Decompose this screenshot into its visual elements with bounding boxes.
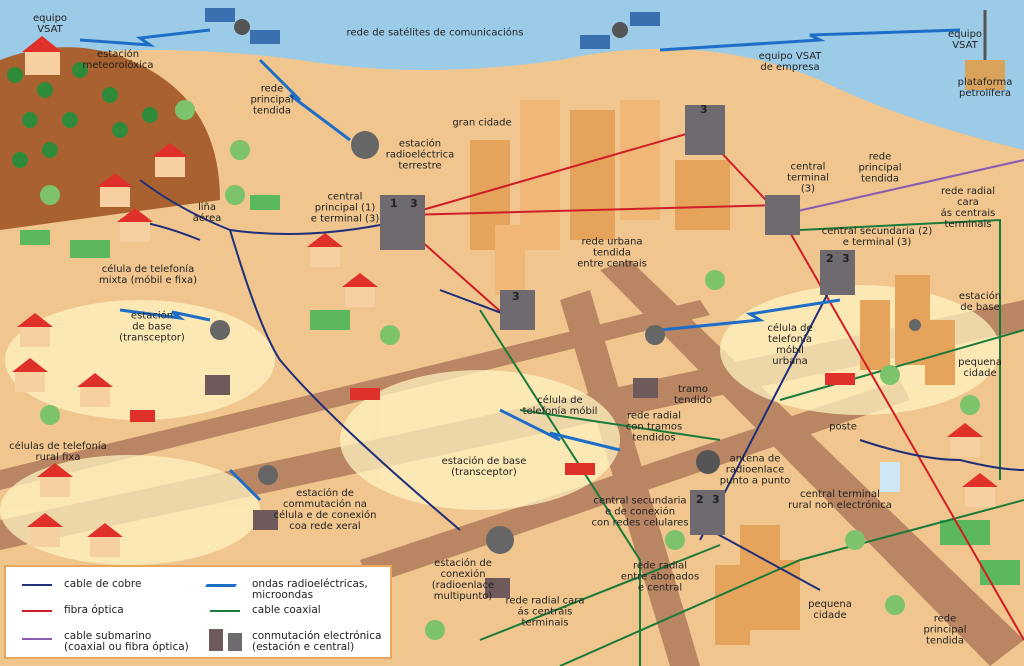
label-radial-terminals-2: rede radial cara ás centrais terminais <box>505 595 585 629</box>
submarine-swatch <box>22 638 52 640</box>
label-base-station-3: estación de base (transceptor) <box>441 456 527 478</box>
central-buildings <box>380 105 855 535</box>
label-central-secondary: central secundaria (2) e terminal (3) <box>821 226 933 248</box>
label-main-network-1: rede principal tendida <box>250 83 294 117</box>
label-secondary-cellular: central secundaria e de conexión con red… <box>591 495 689 529</box>
label-aerial-line: liña aérea <box>192 202 222 224</box>
legend-fiber: fibra óptica <box>64 604 124 616</box>
houses <box>12 36 998 557</box>
coax-swatch <box>210 610 240 612</box>
oil-platform <box>965 10 1005 90</box>
big-city <box>470 100 730 295</box>
fields <box>20 195 1020 585</box>
building-number: 3 <box>512 290 520 303</box>
building-number: 3 <box>842 252 850 265</box>
label-base-station-1: estación de base (transceptor) <box>119 310 185 344</box>
label-big-city: gran cidade <box>452 117 512 129</box>
building-number: 3 <box>712 493 720 506</box>
label-p2p-antenna: antena de radioenlace punto a punto <box>719 453 791 487</box>
label-radial-sections: rede radial con tramos tendidos <box>625 410 683 444</box>
label-radial-subscribers: rede radial entre abonados e central <box>620 560 700 594</box>
antennas <box>205 131 921 598</box>
submarine-cable <box>779 159 1024 216</box>
label-central-terminal: central terminal (3) <box>787 161 829 195</box>
legend-radio: ondas radioeléctricas, microondas <box>252 578 368 601</box>
legend: cable de cobre fibra óptica cable submar… <box>4 565 392 659</box>
satellite-right <box>580 12 660 49</box>
label-mobile-cell: célula de telefonía móbil <box>522 395 598 417</box>
label-connection-station: estación de conexión (radioenlace multip… <box>431 558 495 602</box>
label-vsat-right: equipo VSAT <box>947 29 983 51</box>
label-wired-section: tramo tendido <box>673 384 713 406</box>
legend-submarine: cable submarino (coaxial ou fibra óptica… <box>64 630 189 653</box>
building-number: 1 <box>390 197 398 210</box>
label-mixed-cell: célula de telefonía mixta (móbil e fixa) <box>98 264 198 286</box>
switching-station-icon <box>209 629 223 651</box>
label-pole: poste <box>829 421 857 433</box>
coax-lines <box>479 218 1024 666</box>
label-radial-terminals-1: rede radial cara ás centrais terminais <box>940 186 996 230</box>
label-rural-central: central terminal rural non electrónica <box>788 489 892 511</box>
rural-central <box>880 462 900 492</box>
label-central-main: central principal (1) e terminal (3) <box>310 191 380 225</box>
building-number: 3 <box>410 197 418 210</box>
switching-central-icon <box>228 633 242 651</box>
label-earth-station: estación radioeléctrica terrestre <box>385 138 455 172</box>
radio-waves <box>79 28 961 502</box>
label-switching-station: estación de commutación na célula e de c… <box>273 488 377 532</box>
building-number: 2 <box>826 252 834 265</box>
fiber-swatch <box>22 610 52 612</box>
copper-swatch <box>22 584 52 586</box>
label-urban-network: rede urbana tendida entre centrais <box>577 236 647 270</box>
hill <box>0 47 220 231</box>
label-rural-cells: células de telefonía rural fixa <box>9 441 107 463</box>
label-main-network-2: rede principal tendida <box>858 151 902 185</box>
radio-swatch <box>205 584 237 587</box>
legend-coax: cable coaxial <box>252 604 321 616</box>
trees <box>7 62 980 640</box>
label-base-station-2: estación de base <box>958 291 1002 313</box>
label-small-town-1: pequena cidade <box>958 357 1002 379</box>
label-main-network-3: rede principal tendida <box>923 613 967 647</box>
label-urban-cell: célula de telefonía móbil urbana <box>767 323 813 367</box>
small-town-bottom <box>715 525 800 645</box>
legend-switching: conmutación electrónica (estación e cent… <box>252 630 382 653</box>
cars <box>130 373 855 475</box>
satellite-left <box>205 8 280 44</box>
label-satellite-network: rede de satélites de comunicacións <box>346 27 524 39</box>
building-number: 2 <box>696 493 704 506</box>
label-vsat-company: equipo VSAT de empresa <box>758 51 822 73</box>
label-small-town-2: pequena cidade <box>808 599 852 621</box>
legend-copper: cable de cobre <box>64 578 142 590</box>
label-weather-station: estación meteorolóxica <box>82 49 154 71</box>
label-vsat-left: equipo VSAT <box>32 13 68 35</box>
building-number: 3 <box>700 103 708 116</box>
label-oil-platform: plataforma petrolífera <box>957 77 1013 99</box>
